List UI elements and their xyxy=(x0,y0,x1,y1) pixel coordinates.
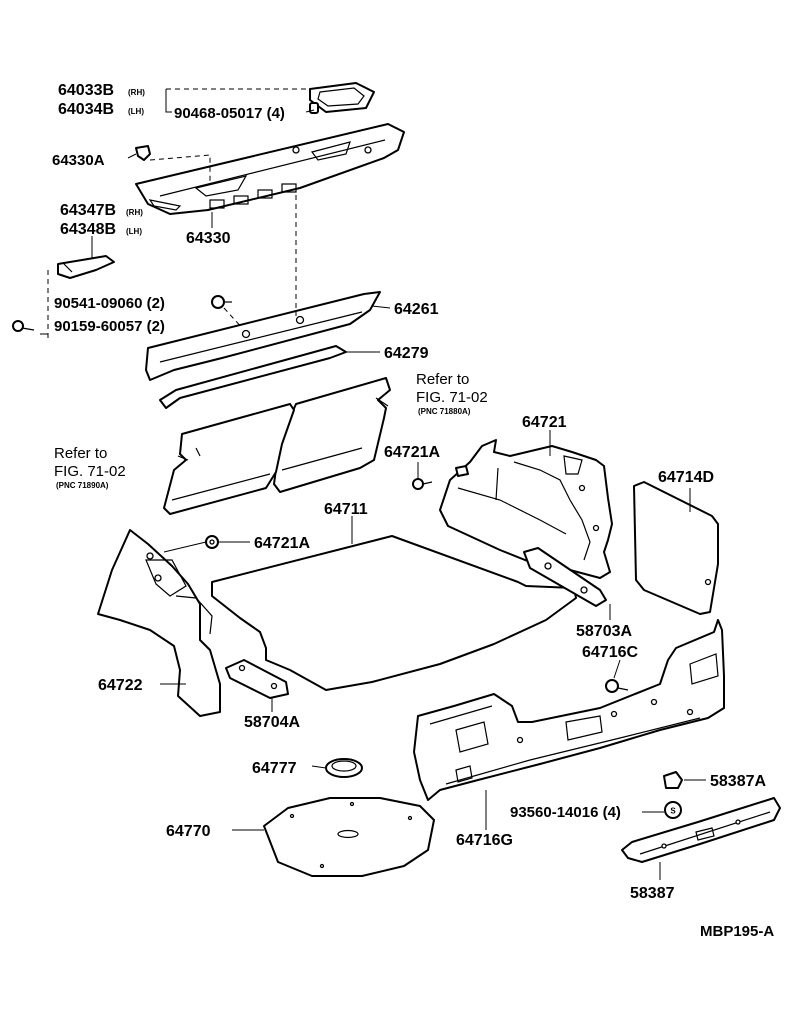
dash-90541 xyxy=(223,307,245,331)
label-64348B-side: (LH) xyxy=(126,227,142,236)
leader-64261 xyxy=(371,305,391,309)
leader-64777 xyxy=(311,765,327,769)
side-trim-64721 xyxy=(439,439,613,579)
label-58704A: 58704A xyxy=(244,714,300,731)
diagram-id: MBP195-A xyxy=(700,923,774,940)
plug-64777 xyxy=(325,758,363,778)
label-64261: 64261 xyxy=(394,301,439,318)
screw-93560: S xyxy=(664,801,682,819)
leader-64716C xyxy=(613,659,621,679)
speaker-cover-64033B xyxy=(309,82,375,113)
label-64348B: 64348B xyxy=(60,221,116,238)
label-90541-09060: 90541-09060 (2) xyxy=(54,295,165,312)
rear-panel-trim-64261 xyxy=(145,291,381,381)
clip-64721A-left xyxy=(205,535,219,549)
scuff-plate-58387 xyxy=(621,797,781,863)
label-64770: 64770 xyxy=(166,823,211,840)
leader-clip-to-64722 xyxy=(163,541,207,553)
label-58387: 58387 xyxy=(630,885,675,902)
label-58703A: 58703A xyxy=(576,623,632,640)
screw-symbol: S xyxy=(670,807,676,816)
package-tray-trim-64330 xyxy=(135,123,405,215)
ref-left-line2: FIG. 71-02 xyxy=(54,463,126,480)
label-64034B-side: (LH) xyxy=(128,107,144,116)
seal-64279 xyxy=(159,345,347,409)
clip-90541 xyxy=(211,295,232,309)
bracket-58704A xyxy=(225,659,289,699)
label-64711: 64711 xyxy=(324,501,368,518)
side-trim-64722 xyxy=(97,529,221,717)
label-64716C: 64716C xyxy=(582,644,638,661)
ref-right-line3: (PNC 71880A) xyxy=(418,407,471,416)
label-64347B: 64347B xyxy=(60,202,116,219)
label-64347B-side: (RH) xyxy=(126,208,143,217)
label-90468-05017: 90468-05017 (4) xyxy=(174,105,285,122)
leader-90468 xyxy=(305,109,315,113)
rear-panel-trim-64716G xyxy=(413,619,725,801)
label-58387A: 58387A xyxy=(710,773,766,790)
clip-64716C xyxy=(605,679,629,693)
floor-mat-64711 xyxy=(211,535,577,691)
clip-90159 xyxy=(12,320,35,332)
leader-bracket xyxy=(165,89,172,113)
label-64033B-side: (RH) xyxy=(128,88,145,97)
label-64777: 64777 xyxy=(252,760,297,777)
label-64714D: 64714D xyxy=(658,469,714,486)
ref-right-line2: FIG. 71-02 xyxy=(416,389,488,406)
clip-64330A xyxy=(135,145,151,161)
label-64330A: 64330A xyxy=(52,152,105,169)
label-64034B: 64034B xyxy=(58,101,114,118)
label-64721: 64721 xyxy=(522,414,567,431)
label-64279: 64279 xyxy=(384,345,429,362)
label-64330: 64330 xyxy=(186,230,231,247)
seatback-board-left xyxy=(163,403,295,515)
ref-right-line1: Refer to xyxy=(416,371,469,388)
bracket-58703A xyxy=(523,547,607,607)
label-64721A-left: 64721A xyxy=(254,535,310,552)
label-64722: 64722 xyxy=(98,677,143,694)
label-64033B: 64033B xyxy=(58,82,114,99)
ref-left-line1: Refer to xyxy=(54,445,107,462)
clip-90468 xyxy=(309,102,319,114)
spare-tire-cover-64770 xyxy=(263,797,435,877)
seatback-board-right xyxy=(273,377,391,493)
label-64721A-right: 64721A xyxy=(384,444,440,461)
clip-64721A-right xyxy=(412,478,433,490)
board-64714D xyxy=(633,481,719,615)
clip-64721A-right-2 xyxy=(455,465,469,477)
clip-58387A xyxy=(663,771,683,789)
ref-left-line3: (PNC 71890A) xyxy=(56,481,109,490)
label-93560-14016: 93560-14016 (4) xyxy=(510,804,621,821)
label-64716G: 64716G xyxy=(456,832,513,849)
label-90159-60057: 90159-60057 (2) xyxy=(54,318,165,335)
bracket-64347B xyxy=(57,255,115,279)
dash-64330A xyxy=(149,154,211,182)
leader-64330A xyxy=(127,153,137,159)
